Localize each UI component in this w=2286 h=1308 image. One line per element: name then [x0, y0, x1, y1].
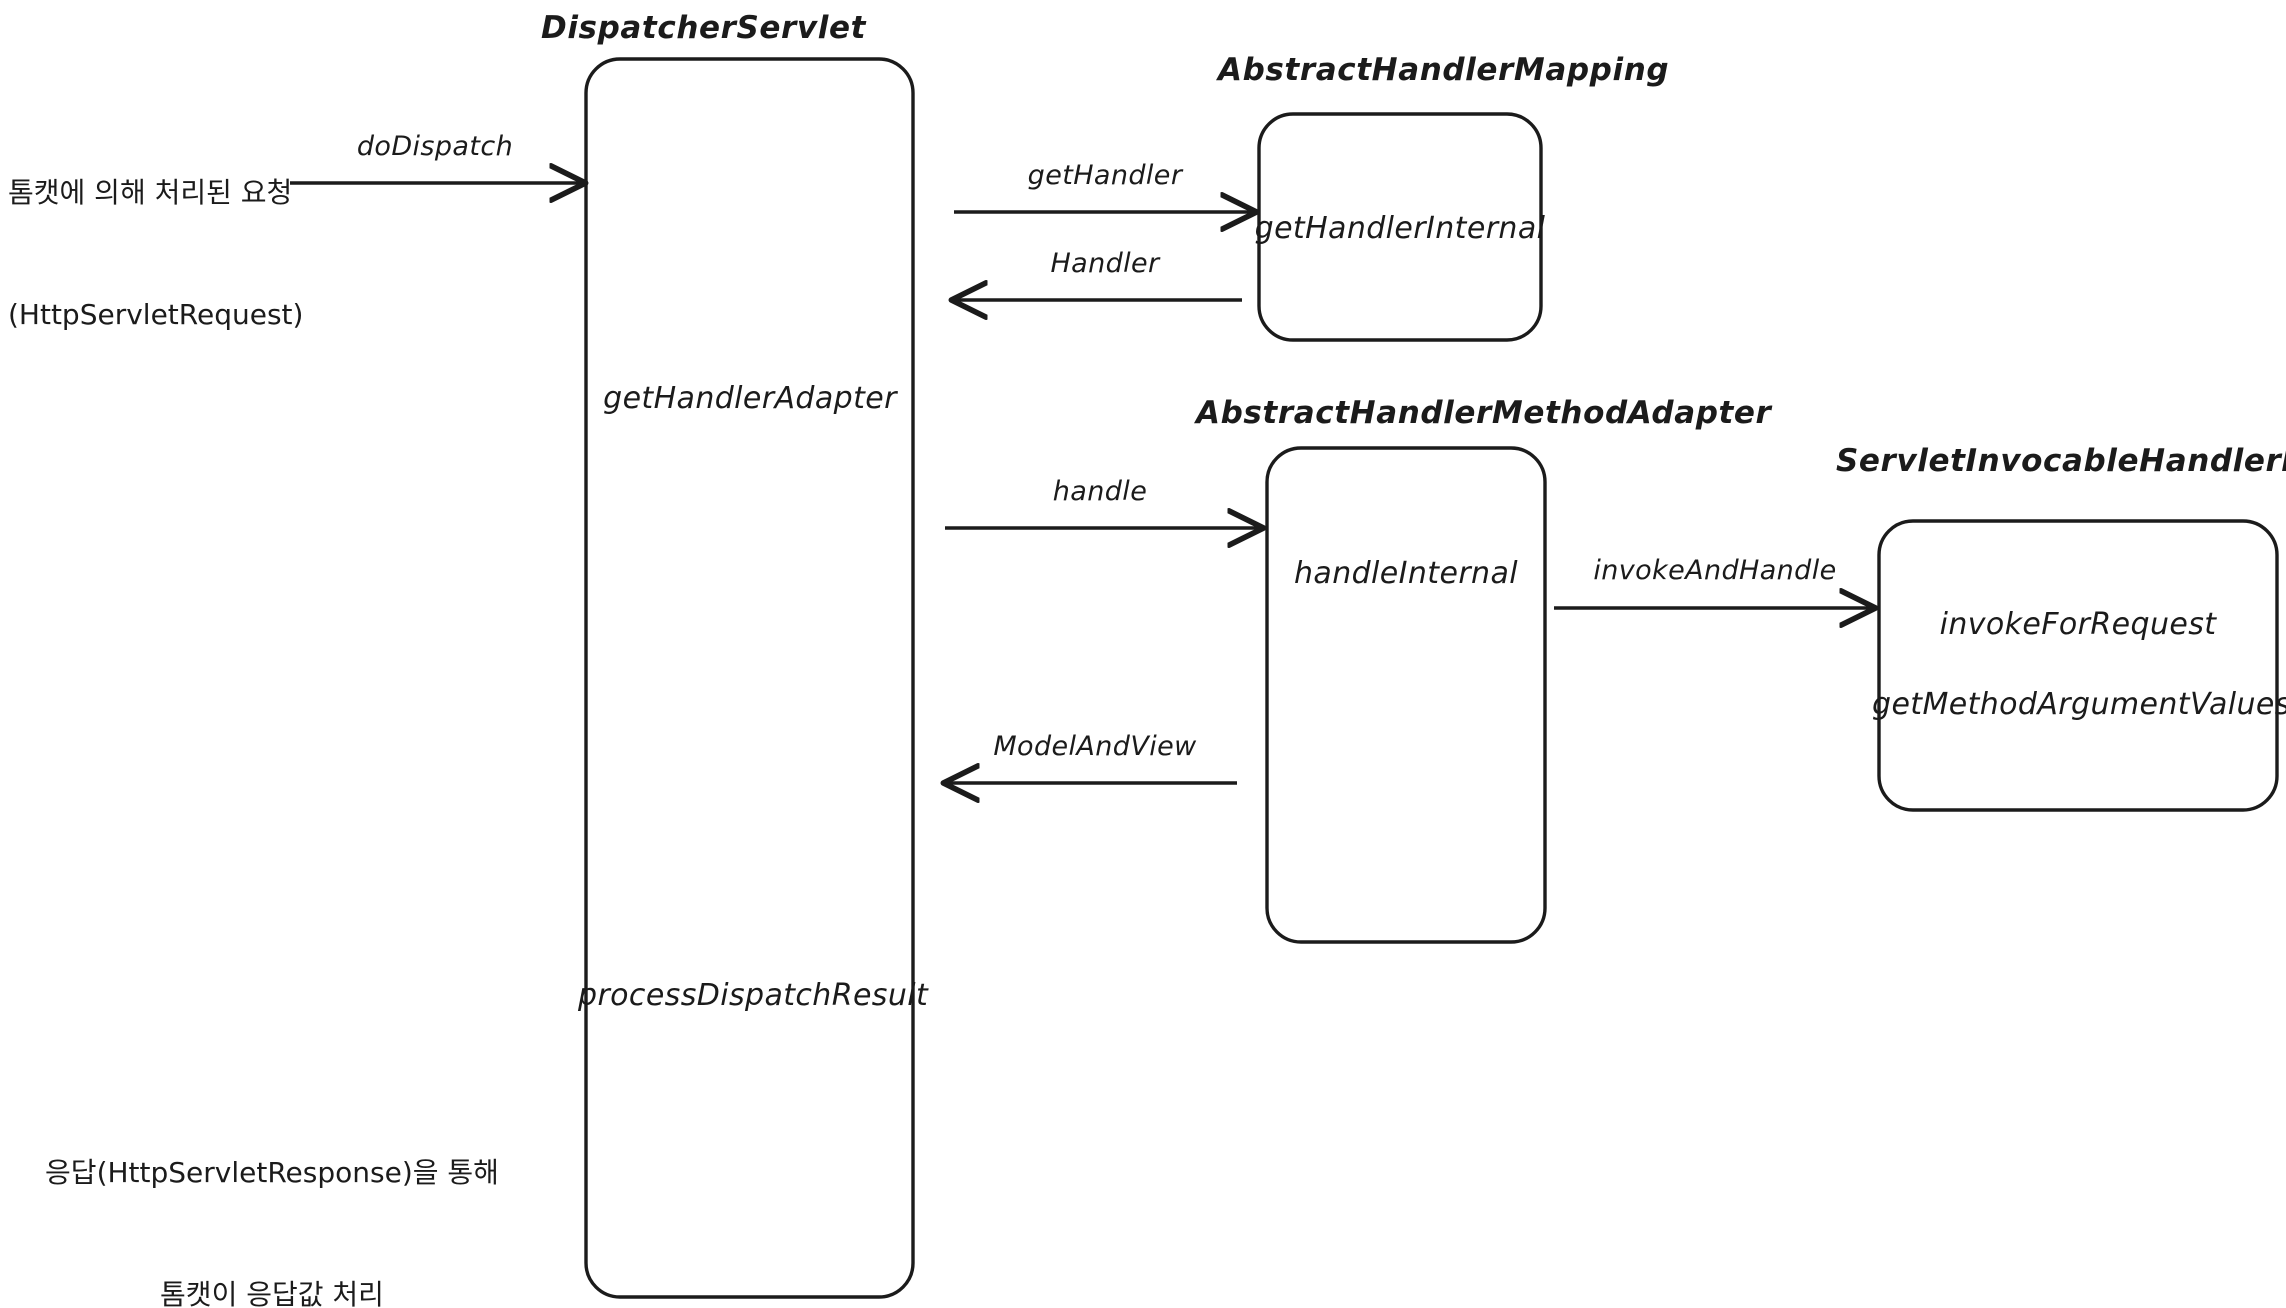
arrow-label-model-and-view: ModelAndView [993, 731, 1197, 762]
request-note-line-1: 톰캣에 의해 처리된 요청 [8, 176, 293, 210]
arrow-label-do-dispatch: doDispatch [356, 131, 514, 162]
request-note: 톰캣에 의해 처리된 요청 (HttpServletRequest) [8, 92, 338, 417]
box-title-abstract-handler-mapping: AbstractHandlerMapping [1218, 52, 1670, 88]
method-get-handler-adapter: getHandlerAdapter [603, 381, 897, 416]
response-note-line-2: 톰캣이 응답값 처리 [160, 1277, 384, 1308]
arrow-label-handler-return: Handler [1050, 248, 1160, 279]
method-get-handler-internal: getHandlerInternal [1254, 211, 1546, 246]
response-note: 응답(HttpServletResponse)을 통해 톰캣이 응답값 처리 [32, 1072, 512, 1308]
method-process-dispatch-result: processDispatchResult [578, 978, 929, 1013]
box-title-dispatcher-servlet: DispatcherServlet [541, 10, 867, 46]
arrow-label-handle: handle [1052, 476, 1148, 507]
box-abstract-handler-method-adapter [1265, 446, 1547, 944]
box-title-abstract-handler-method-adapter: AbstractHandlerMethodAdapter [1196, 395, 1772, 431]
box-servlet-invocable-handler-method [1877, 519, 2279, 812]
box-title-servlet-invocable-handler-method: ServletInvocableHandlerMethod [1836, 443, 2286, 479]
box-dispatcher-servlet [584, 57, 915, 1299]
method-invoke-for-request: invokeForRequest [1939, 607, 2217, 642]
method-get-method-argument-values: getMethodArgumentValues [1872, 687, 2286, 722]
arrow-label-get-handler: getHandler [1027, 160, 1183, 191]
arrow-label-invoke-and-handle: invokeAndHandle [1593, 555, 1837, 586]
request-note-line-2: (HttpServletRequest) [8, 297, 304, 331]
response-note-line-1: 응답(HttpServletResponse)을 통해 [45, 1156, 499, 1190]
method-handle-internal: handleInternal [1294, 556, 1518, 591]
